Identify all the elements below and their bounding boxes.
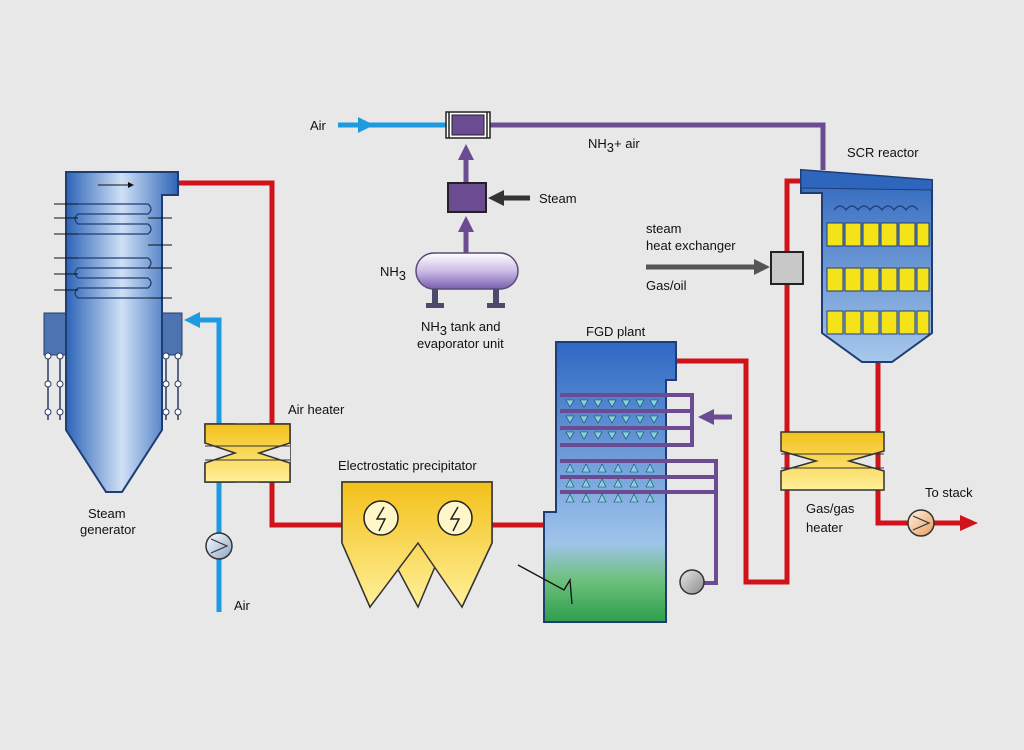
nh3-air-label: NH3+ air bbox=[588, 136, 640, 155]
stack-fan bbox=[907, 509, 935, 537]
steam-label: Steam bbox=[539, 191, 577, 206]
gas-oil-label: Gas/oil bbox=[646, 278, 687, 293]
nh3-tank-symbol-sub: 3 bbox=[399, 268, 406, 283]
steam-generator-label-line2: generator bbox=[80, 522, 136, 537]
flue-gas-pipe-to-air-heater bbox=[178, 180, 342, 528]
esp-label: Electrostatic precipitator bbox=[338, 458, 477, 473]
air-heater bbox=[204, 423, 291, 483]
nh3-feed-arrowhead-lower bbox=[458, 216, 474, 232]
fgd-reagent-arrowhead bbox=[698, 409, 714, 425]
gas-gas-heater-label-line1: Gas/gas bbox=[806, 501, 855, 516]
nh3-air-pipe bbox=[490, 122, 826, 170]
air-bottom-label: Air bbox=[234, 598, 251, 613]
to-stack-label: To stack bbox=[925, 485, 973, 500]
scr-reactor-label: SCR reactor bbox=[847, 145, 919, 160]
fgd-plant bbox=[517, 341, 718, 623]
gas-gas-heater bbox=[780, 431, 885, 491]
nh3-air-label-main: NH bbox=[588, 136, 607, 151]
nh3-tank-symbol-main: NH bbox=[380, 264, 399, 279]
flue-gas-pipe-fgd-to-scr bbox=[676, 178, 805, 585]
air-return-arrowhead bbox=[184, 312, 200, 328]
nh3-tank-label-line1: NH3 tank and bbox=[421, 319, 501, 338]
air-pipe bbox=[198, 317, 222, 612]
scr-reactor bbox=[800, 168, 933, 363]
fgd-plant-label: FGD plant bbox=[586, 324, 646, 339]
nh3-evaporator bbox=[447, 182, 487, 213]
gas-oil-feed-arrowhead bbox=[754, 259, 770, 275]
gas-gas-heater-label-line2: heater bbox=[806, 520, 844, 535]
precipitator-electrode-icon-1 bbox=[363, 500, 399, 536]
air-top-label: Air bbox=[310, 118, 327, 133]
nh3-tank-label-line2: evaporator unit bbox=[417, 336, 504, 351]
fgd-recirculation-pump bbox=[679, 569, 705, 595]
air-top-arrowhead bbox=[358, 117, 374, 133]
nh3-air-label-rest: + air bbox=[614, 136, 640, 151]
nh3-tank bbox=[415, 252, 519, 308]
steam-generator-label-line1: Steam bbox=[88, 506, 126, 521]
nh3-air-label-sub: 3 bbox=[607, 140, 614, 155]
nh3-tank-symbol-label: NH3 bbox=[380, 264, 406, 283]
nh3-tank-label-rest: tank and bbox=[447, 319, 501, 334]
nh3-air-mixer bbox=[445, 111, 491, 139]
steam-heat-exchanger bbox=[770, 251, 804, 285]
nh3-tank-label-sub: 3 bbox=[440, 323, 447, 338]
precipitator-electrode-icon-2 bbox=[437, 500, 473, 536]
air-fan bbox=[205, 532, 233, 560]
steam-feed-arrowhead bbox=[488, 190, 504, 206]
air-heater-label: Air heater bbox=[288, 402, 345, 417]
to-stack-arrowhead bbox=[960, 515, 978, 531]
steam-hx-label-line1: steam bbox=[646, 221, 681, 236]
steam-generator bbox=[43, 171, 183, 493]
steam-hx-label-line2: heat exchanger bbox=[646, 238, 736, 253]
electrostatic-precipitator bbox=[341, 481, 493, 609]
nh3-tank-label-main: NH bbox=[421, 319, 440, 334]
nh3-feed-arrowhead-upper bbox=[458, 144, 474, 160]
